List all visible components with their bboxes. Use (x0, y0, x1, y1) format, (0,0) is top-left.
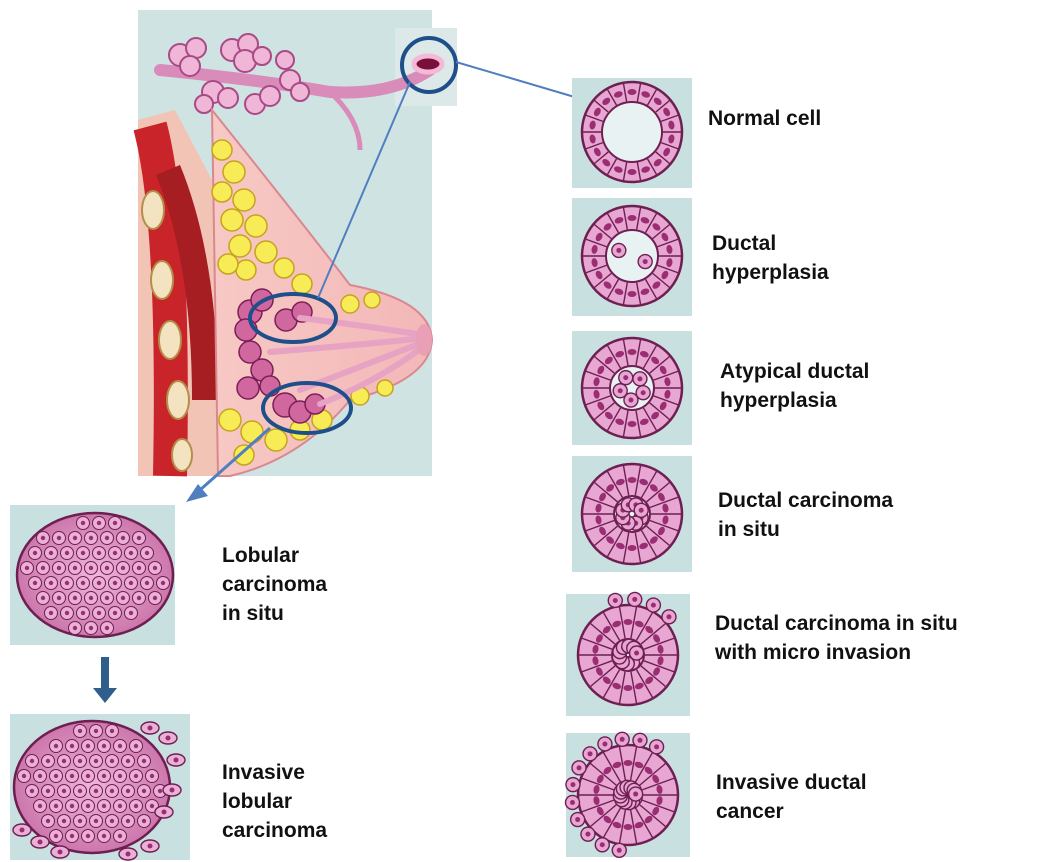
duct-lumen (602, 102, 662, 162)
label-line: with micro invasion (715, 638, 958, 667)
ductal-stage-panel-normal (572, 78, 692, 188)
label-line: hyperplasia (712, 258, 829, 287)
breast-anatomy-illustration (138, 10, 457, 476)
ductal-stage-panel-atypical-ductal-hyperplasia (572, 331, 692, 445)
label-line: Atypical ductal (720, 357, 869, 386)
lobular-stage-panel-lcis (10, 505, 175, 645)
lobular-stage-panels (10, 505, 190, 860)
label-line: Ductal (712, 229, 829, 258)
ductal-stage-panel-ductal-hyperplasia (572, 198, 692, 316)
lobular-stage-panel-invasive-lobular (10, 714, 190, 860)
ductal-stage-panels (565, 78, 692, 857)
ductal-stage-panel-invasive-ductal (565, 732, 690, 857)
label-line: in situ (222, 599, 327, 628)
label-line: Ductal carcinoma (718, 486, 893, 515)
label-line: lobular (222, 787, 327, 816)
label-line: Ductal carcinoma in situ (715, 609, 958, 638)
ductal-stage-label-normal: Normal cell (708, 104, 821, 133)
nipple (416, 324, 432, 356)
ductal-stage-panel-dcis-micro-invasion (566, 592, 690, 716)
label-line: Invasive ductal (716, 768, 867, 797)
label-line: hyperplasia (720, 386, 869, 415)
label-line: carcinoma (222, 816, 327, 845)
label-line: carcinoma (222, 570, 327, 599)
arrow-down-icon (93, 657, 117, 703)
label-line: cancer (716, 797, 867, 826)
label-line: Invasive (222, 758, 327, 787)
label-line: Lobular (222, 541, 327, 570)
label-line: Normal cell (708, 104, 821, 133)
label-line: in situ (718, 515, 893, 544)
ductal-stage-panel-dcis (572, 456, 692, 572)
